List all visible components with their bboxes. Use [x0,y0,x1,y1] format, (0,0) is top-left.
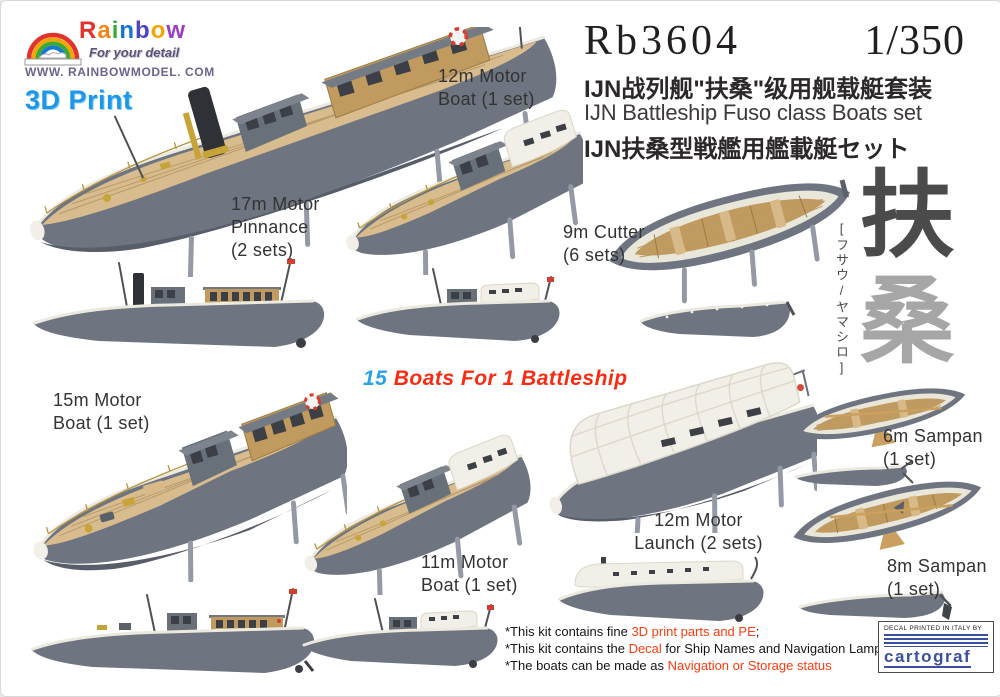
kit-note-1: *This kit contains fine 3D print parts a… [505,624,760,639]
boat-render-6m-sampan-angled [793,388,966,448]
boat-render-6m-sampan-side [794,460,914,486]
boat-render-8m-sampan-angled [793,481,982,550]
decal-credit-box: DECAL PRINTED IN ITALY BY cartograf [878,621,994,673]
rainbow-arc-icon [24,32,82,66]
brand-slogan: For your detail [89,45,180,60]
boat-render-17m-pinnance-angled [30,27,557,277]
title-english: IJN Battleship Fuso class Boats set [584,100,922,125]
boat-label-6m-sampan: 6m Sampan (1 set) [883,426,983,469]
boat-render-9m-cutter-angled [609,179,850,304]
boat-label-12m-launch: 12m Motor Launch (2 sets) [634,510,763,553]
boat-label-12m-motorboat: 12m Motor Boat (1 set) [438,66,535,109]
tagline: 15 Boats For 1 Battleship [363,367,628,390]
boat-label-15m-motorboat: 15m Motor Boat (1 set) [53,390,150,433]
brand-website: WWW. RAINBOWMODEL. COM [25,65,215,79]
kit-note-3: *The boats can be made as Navigation or … [505,658,832,673]
calligraphy-char-fu: 扶 [859,160,955,271]
boat-render-11m-motorboat-angled [304,434,531,595]
scale-label: 1/350 [864,18,965,64]
title-japanese: IJN扶桑型戦艦用艦載艇セット [584,136,910,163]
boat-render-12m-launch-side [558,556,764,622]
cartograf-stripes [884,634,988,647]
boat-label-11m-motorboat: 11m Motor Boat (1 set) [421,552,518,595]
print-badge: 3D Print [25,85,133,115]
boat-label-8m-sampan: 8m Sampan (1 set) [887,556,987,599]
calligraphy-char-so: 桑 [859,266,955,377]
decal-credit-text: DECAL PRINTED IN ITALY BY [884,625,983,632]
calligraphy-fuso: 扶 桑 [851,163,963,375]
product-code: Rb3604 [584,18,742,64]
brand-name: Rainbow [79,17,187,44]
cartograf-logo: cartograf [884,647,972,668]
boat-render-15m-motorboat-side [31,588,315,673]
boat-render-8m-sampan-side [798,590,952,620]
boat-render-12m-motorboat-angled [346,109,583,275]
kit-notes: *This kit contains fine 3D print parts a… [505,623,892,674]
boat-render-12m-motorboat-side [356,268,560,343]
boat-render-11m-motorboat-side [302,598,498,668]
title-chinese: IJN战列舰"扶桑"级用舰载艇套装 [584,76,933,103]
boat-render-15m-motorboat-angled [33,392,347,582]
kit-note-2: *This kit contains the Decal for Ship Na… [505,641,892,656]
boat-render-9m-cutter-side [639,301,796,337]
boat-label-17m-pinnance: 17m Motor Pinnance (2 sets) [231,194,320,260]
boat-label-9m-cutter: 9m Cutter (6 sets) [563,222,645,265]
boat-render-12m-launch-angled [549,362,817,533]
calligraphy-reading: [フサウ/ヤマシロ] [834,221,849,377]
boat-render-17m-pinnance-side [33,258,325,348]
